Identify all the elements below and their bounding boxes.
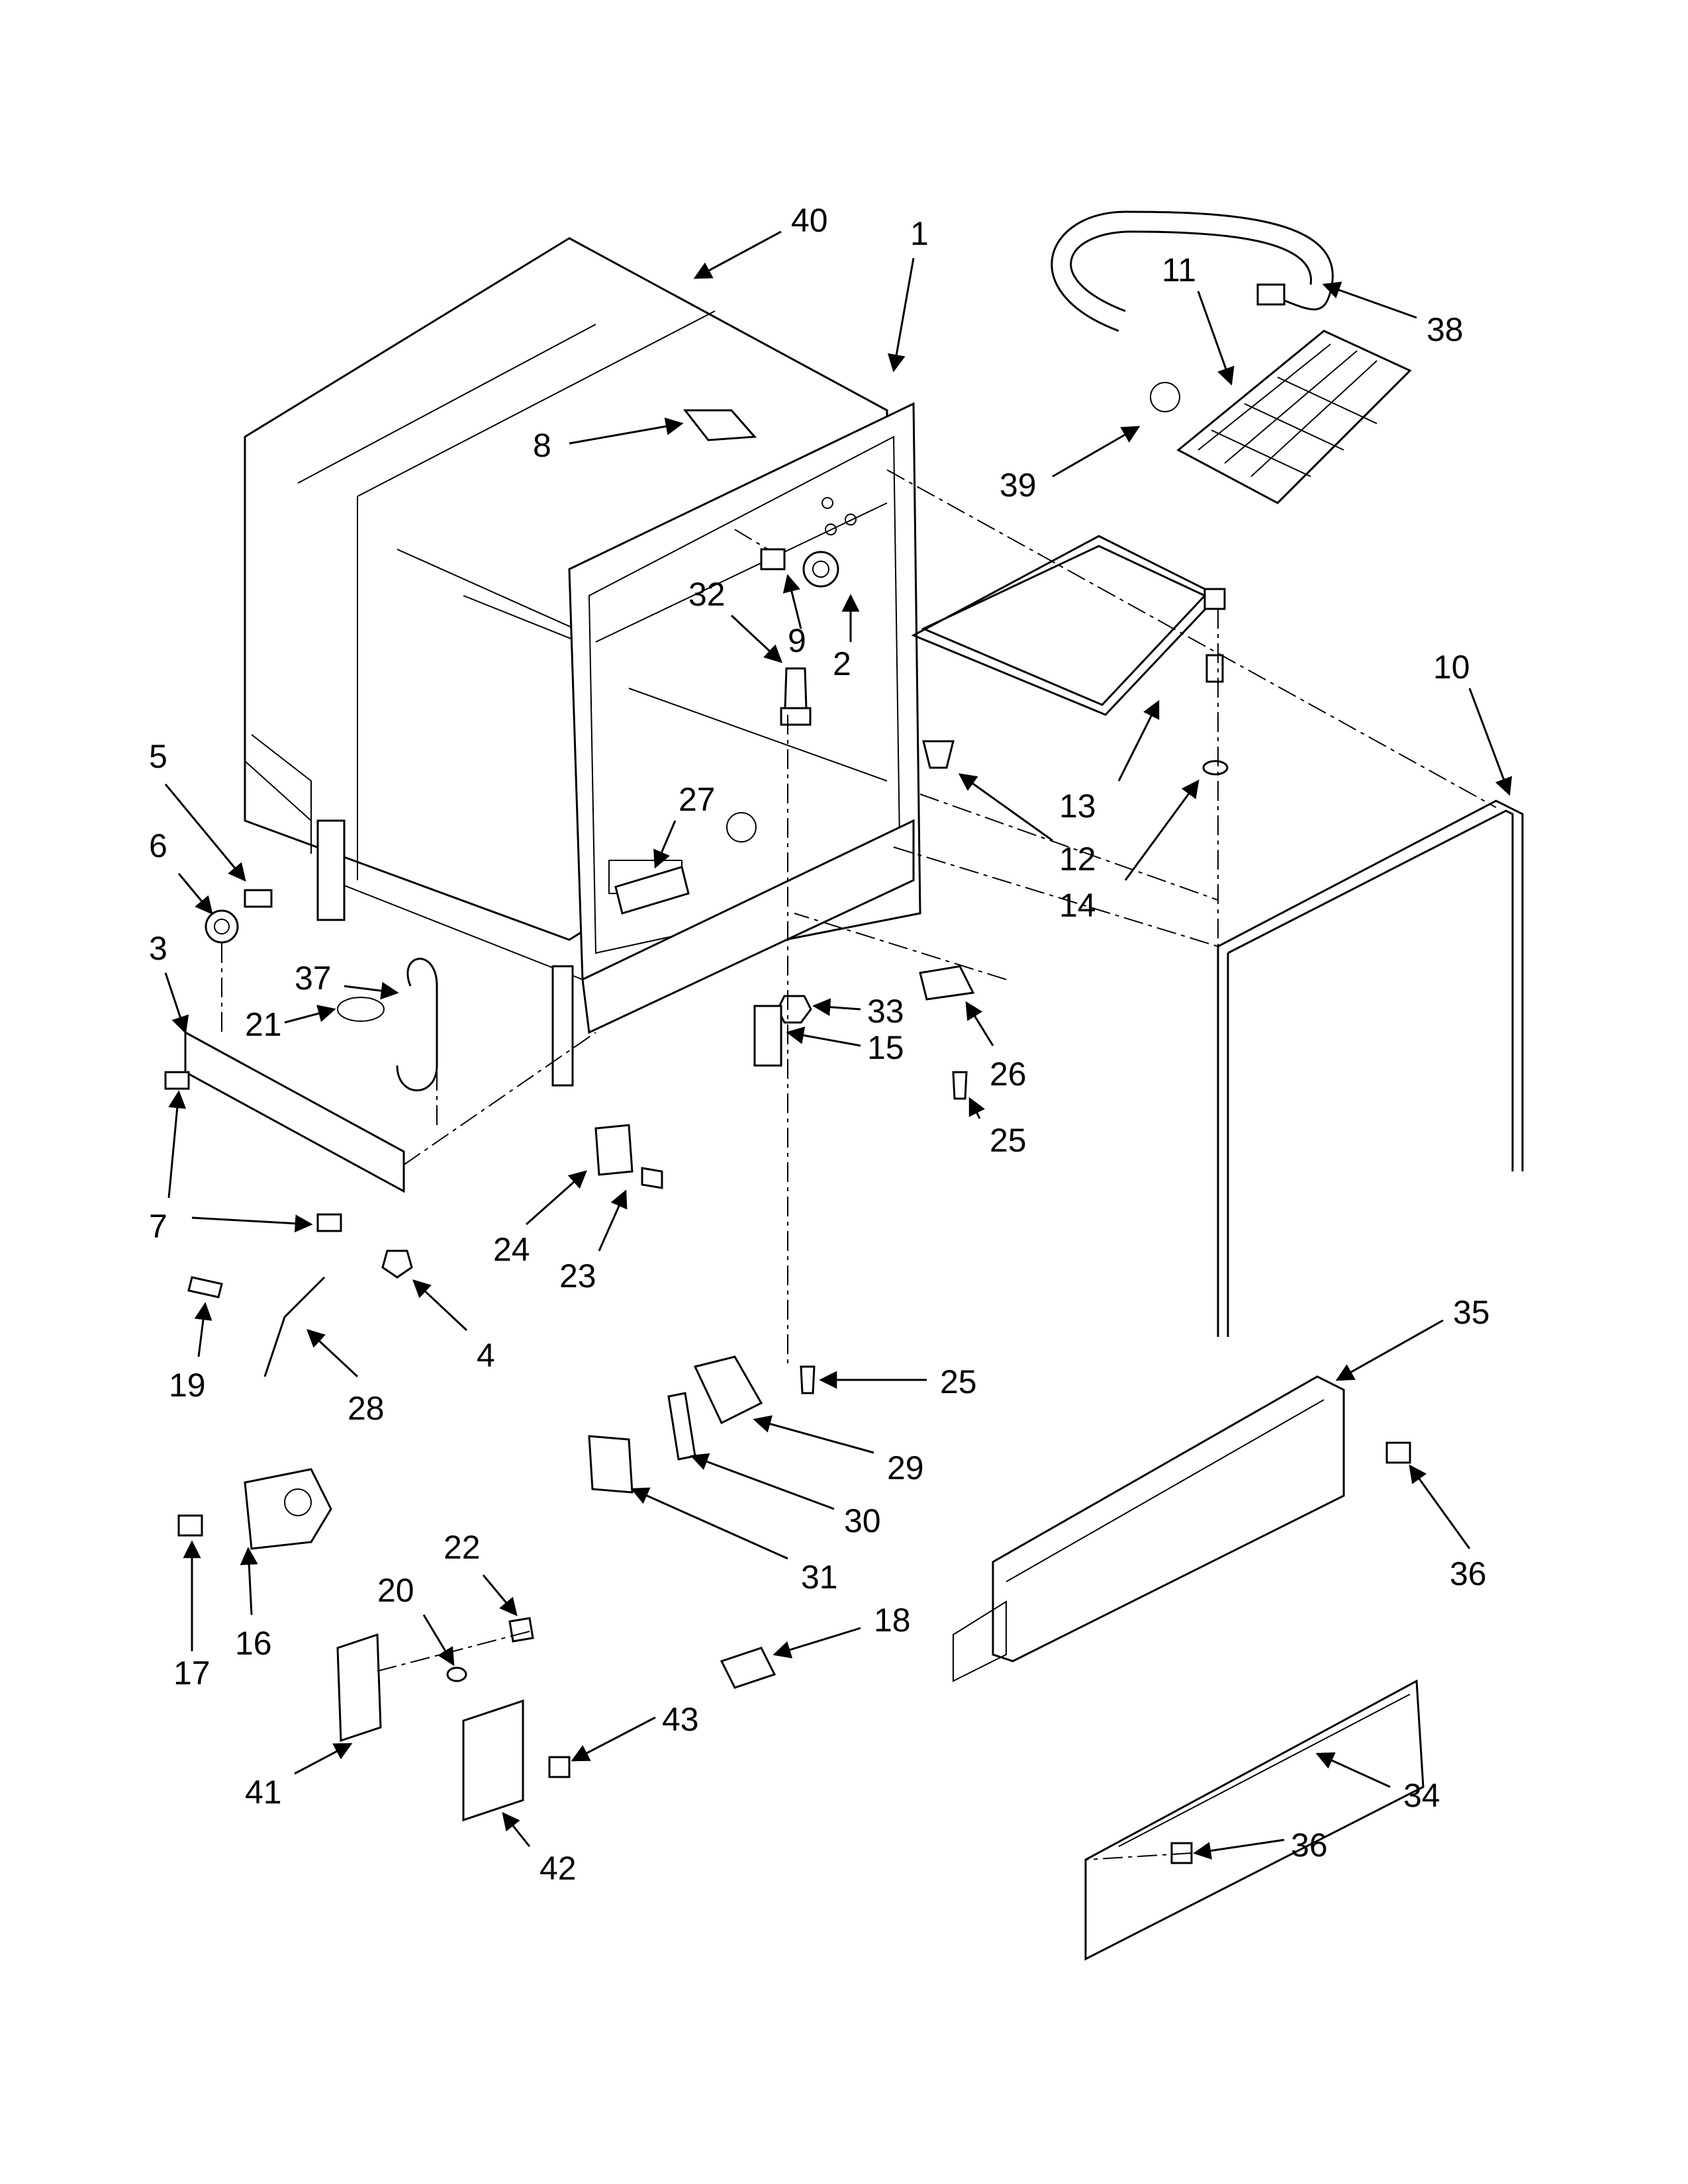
callout-9: 9 xyxy=(788,622,806,659)
callout-23: 23 xyxy=(559,1257,596,1295)
callout-35: 35 xyxy=(1453,1294,1490,1331)
callout-16: 16 xyxy=(235,1625,272,1662)
callout-18: 18 xyxy=(874,1602,911,1639)
callout-38: 38 xyxy=(1427,311,1464,348)
callout-13: 13 xyxy=(1059,788,1096,825)
callout-8: 8 xyxy=(533,427,551,464)
part-callouts: 1 2 3 4 5 6 7 8 9 10 11 12 13 14 15 16 1… xyxy=(149,202,1490,1887)
callout-15: 15 xyxy=(867,1029,904,1066)
tub-assembly xyxy=(244,237,921,1087)
callout-41: 41 xyxy=(245,1774,282,1811)
callout-33: 33 xyxy=(867,993,904,1030)
callout-7a: 7 xyxy=(149,1208,167,1245)
callout-29: 29 xyxy=(887,1449,924,1486)
callout-39: 39 xyxy=(1000,467,1037,504)
callout-10: 10 xyxy=(1433,649,1470,686)
lower-tub-parts xyxy=(164,866,975,1822)
upper-right-parts xyxy=(682,210,1524,1337)
callout-6: 6 xyxy=(149,827,167,864)
callout-19: 19 xyxy=(169,1367,206,1404)
callout-22: 22 xyxy=(444,1529,481,1566)
callout-30: 30 xyxy=(844,1502,881,1539)
toe-panels xyxy=(953,1375,1425,1961)
callout-11: 11 xyxy=(1162,251,1196,289)
callout-34: 34 xyxy=(1403,1777,1440,1814)
leader-arrows xyxy=(164,230,1513,1860)
callout-24: 24 xyxy=(493,1231,530,1268)
callout-32: 32 xyxy=(688,576,726,613)
callout-20: 20 xyxy=(377,1572,414,1609)
callout-40: 40 xyxy=(791,202,828,239)
callout-3: 3 xyxy=(149,930,167,967)
callout-12: 12 xyxy=(1059,841,1096,878)
callout-14: 14 xyxy=(1059,887,1096,924)
callout-21: 21 xyxy=(245,1006,282,1043)
callout-5: 5 xyxy=(149,738,167,775)
callout-25b: 25 xyxy=(940,1363,977,1400)
callout-1: 1 xyxy=(910,215,929,252)
callout-37: 37 xyxy=(295,960,332,997)
callout-25a: 25 xyxy=(990,1122,1027,1159)
callout-36a: 36 xyxy=(1450,1555,1487,1592)
callout-26: 26 xyxy=(990,1056,1027,1093)
callout-17: 17 xyxy=(173,1655,211,1692)
callout-27: 27 xyxy=(679,781,716,818)
callout-31: 31 xyxy=(801,1559,838,1596)
callout-36b: 36 xyxy=(1291,1827,1328,1864)
callout-2: 2 xyxy=(833,645,851,682)
callout-4: 4 xyxy=(477,1337,495,1374)
callout-42: 42 xyxy=(539,1850,577,1887)
callout-28: 28 xyxy=(348,1390,385,1427)
callout-43: 43 xyxy=(662,1701,699,1738)
